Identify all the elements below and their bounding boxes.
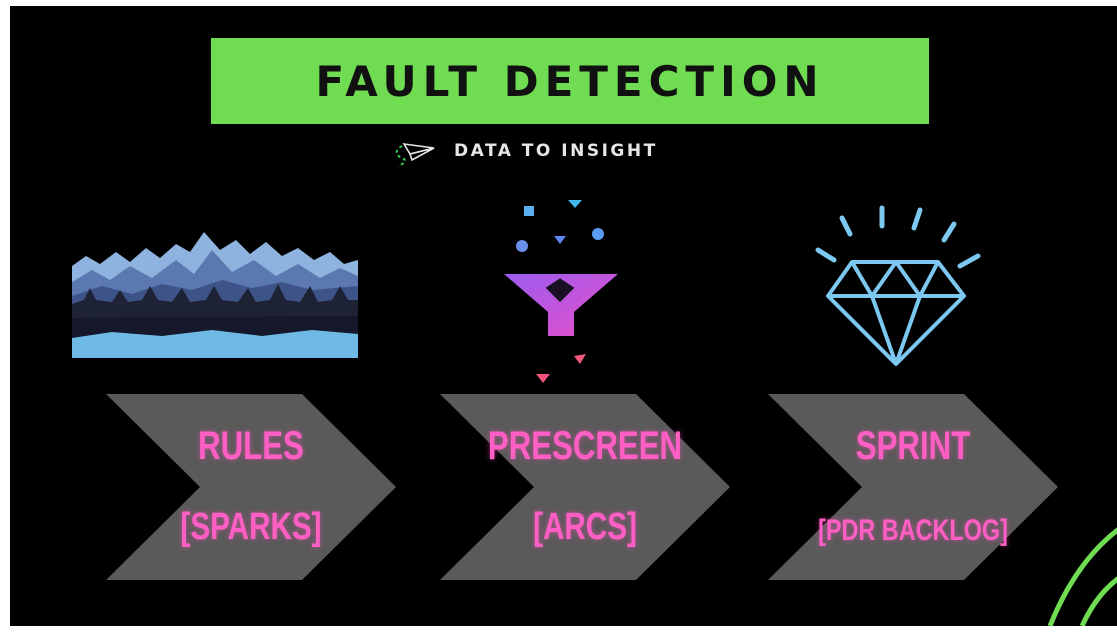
brand-logo: DATA TO INSIGHT — [390, 134, 658, 168]
step-subtitle: [ARCS] — [533, 506, 637, 548]
mountains-icon — [72, 232, 358, 358]
step-title: RULES — [198, 424, 304, 468]
chevron-shape — [768, 394, 1058, 580]
chevron-shape — [440, 394, 730, 580]
step-subtitle: [SPARKS] — [180, 506, 322, 548]
step-title: SPRINT — [855, 424, 971, 468]
chevron-shape — [106, 394, 396, 580]
brand-text: DATA TO INSIGHT — [454, 141, 658, 161]
diamond-icon — [815, 205, 981, 366]
paper-plane-icon — [395, 142, 435, 167]
step-subtitle: [PDR BACKLOG] — [818, 514, 1008, 547]
title-banner: FAULT DETECTION — [211, 38, 929, 124]
step-prescreen: PRESCREEN [ARCS] — [440, 394, 730, 580]
step-sprint: SPRINT [PDR BACKLOG] — [768, 394, 1058, 580]
funnel-icon — [504, 200, 618, 383]
page-title: FAULT DETECTION — [315, 56, 825, 106]
decorative-arcs — [1047, 527, 1117, 626]
slide: FAULT DETECTION DATA TO INSIGHT — [10, 6, 1117, 626]
step-rules: RULES [SPARKS] — [106, 394, 396, 580]
step-title: PRESCREEN — [487, 424, 683, 468]
